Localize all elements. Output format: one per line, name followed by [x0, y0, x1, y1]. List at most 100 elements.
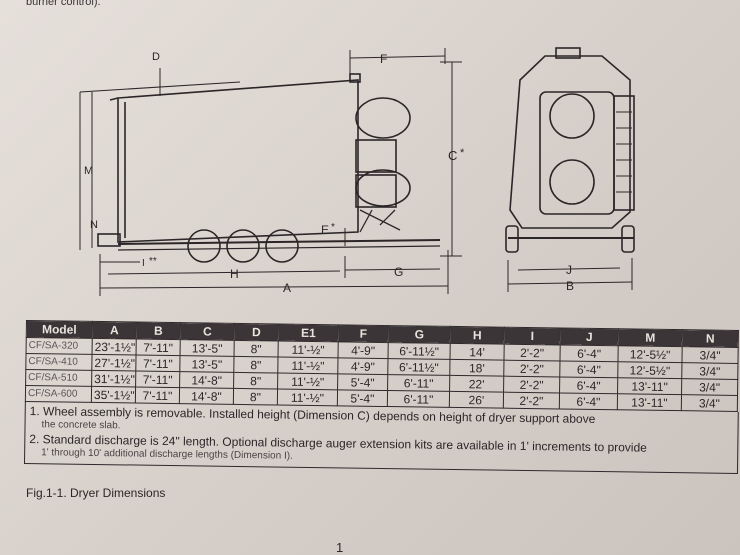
cell: 4'-9" [337, 357, 388, 375]
label-f: F [380, 52, 387, 66]
label-h: H [230, 267, 239, 281]
cell: 7'-11" [135, 355, 181, 372]
cell: 12'-5½" [617, 361, 682, 379]
cell: 2'-2" [503, 360, 560, 377]
col-header: J [560, 327, 619, 346]
top-vent-box [349, 73, 361, 83]
dryer-body-outline [117, 79, 359, 243]
cell: 22' [449, 375, 504, 393]
wheel-2 [226, 229, 260, 263]
col-header: F [338, 324, 389, 343]
end-view-top-vent [555, 47, 581, 59]
label-m: M [84, 165, 93, 177]
cell: 2'-2" [503, 344, 561, 361]
cell: 14' [449, 343, 505, 361]
label-d: D [152, 51, 160, 63]
cell: 7'-11" [136, 339, 181, 356]
cell: 5'-4" [337, 373, 388, 391]
top-caption: burner control). [26, 0, 101, 8]
cell: 4'-9" [338, 341, 389, 359]
cell: 6'-4" [559, 344, 619, 362]
cell-model: CF/SA-600 [25, 385, 92, 403]
cell: 11'-½" [277, 389, 338, 406]
wheel-3 [265, 229, 299, 263]
cell: 6'-11" [387, 390, 450, 408]
col-header: A [92, 321, 137, 340]
cell: 6'-4" [559, 360, 618, 378]
discharge-auger [97, 233, 121, 247]
col-header: M [618, 328, 683, 347]
col-header: C [180, 322, 235, 341]
cell: 3/4" [681, 394, 738, 412]
cell: 23'-1½" [92, 338, 137, 356]
cell: 2'-2" [503, 392, 560, 409]
cell: 2'-2" [503, 376, 560, 393]
cell: 13'-5" [180, 339, 235, 357]
col-header: N [682, 329, 739, 348]
wheel-1 [187, 229, 221, 263]
label-b: B [566, 279, 574, 293]
cell: 27'-1½" [91, 354, 137, 372]
cell: 6'-4" [559, 392, 618, 410]
col-header: Model [26, 320, 93, 339]
cell: 3/4" [681, 362, 738, 380]
cell: 6'-11½" [387, 342, 451, 360]
end-view-fan-top [549, 93, 595, 139]
cell: 13'-5" [179, 355, 235, 373]
cell: 5'-4" [337, 389, 388, 407]
cell: 7'-11" [135, 387, 180, 404]
cell: 8" [233, 388, 278, 406]
end-view-wheel-left [505, 225, 519, 253]
cell: 12'-5½" [617, 345, 683, 363]
cell-model: CF/SA-320 [26, 337, 93, 355]
cell: 3/4" [681, 378, 738, 396]
dimensions-table-block: Model A B C D E1 F G H I J M N CF/SA-3 [23, 320, 739, 474]
col-header: G [388, 325, 451, 344]
end-view-fan-bottom [549, 159, 595, 205]
col-header: H [450, 326, 505, 345]
col-header: B [136, 322, 181, 340]
label-a: A [283, 281, 291, 295]
dryer-dimension-drawing: D F M N C * E * I ** H G A J B [79, 47, 635, 296]
cell: 6'-11½" [387, 358, 450, 376]
label-e: E [321, 223, 329, 237]
label-e-star: * [331, 222, 335, 233]
cell: 11'-½" [277, 373, 338, 390]
cell: 35'-1½" [91, 386, 136, 404]
label-i: I [142, 258, 145, 269]
label-n: N [90, 219, 98, 231]
col-header: D [234, 323, 279, 342]
end-view-side-panel [613, 95, 635, 211]
cell: 8" [233, 372, 278, 390]
cell-model: CF/SA-510 [25, 369, 92, 387]
cell: 7'-11" [135, 371, 180, 388]
heater-unit-top [355, 97, 411, 139]
cell: 31'-1½" [91, 370, 136, 388]
dryer-end-view-outline [509, 55, 631, 229]
cell: 14'-8" [179, 371, 234, 389]
cell: 13'-11" [617, 393, 682, 411]
table-notes: 1. Wheel assembly is removable. Installe… [23, 401, 739, 474]
cell: 14'-8" [179, 387, 234, 405]
col-header: E1 [278, 324, 339, 342]
label-c: C [448, 148, 457, 163]
cell: 8" [233, 356, 279, 374]
cell: 11'-½" [277, 357, 339, 374]
col-header: I [504, 327, 561, 345]
label-g: G [394, 265, 403, 279]
dimensions-table: Model A B C D E1 F G H I J M N CF/SA-3 [25, 320, 739, 412]
figure-caption: Fig.1-1. Dryer Dimensions [26, 486, 166, 500]
cell: 11'-½" [278, 341, 339, 358]
cell: 6'-4" [559, 376, 618, 394]
cell-model: CF/SA-410 [25, 353, 93, 371]
cell: 3/4" [681, 346, 739, 364]
label-j: J [566, 263, 572, 277]
cell: 18' [449, 359, 504, 377]
cell: 13'-11" [617, 377, 682, 395]
label-i-dstar: ** [149, 256, 157, 267]
cell: 8" [234, 340, 279, 358]
end-view-wheel-right [621, 225, 635, 253]
cell: 6'-11" [387, 374, 450, 392]
label-c-star: * [460, 147, 465, 159]
